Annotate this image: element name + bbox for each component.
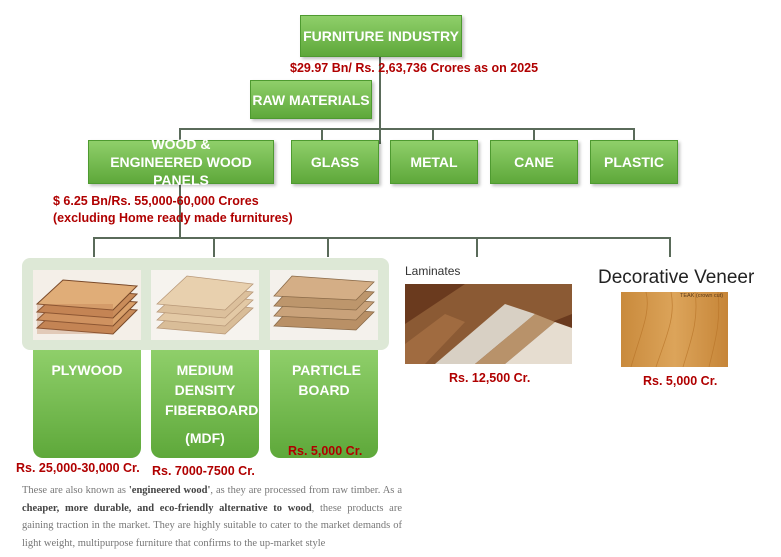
mdf-value: Rs. 7000-7500 Cr.	[152, 464, 255, 478]
connector-mdf	[213, 237, 215, 257]
veneer-title: Decorative Veneer	[598, 267, 755, 288]
category-plastic-label: PLASTIC	[604, 154, 664, 170]
particle-board-photo	[270, 270, 378, 340]
connector-plastic	[633, 128, 635, 140]
connector-plywood	[93, 237, 95, 257]
veneer-photo	[621, 292, 728, 367]
connector-glass	[321, 128, 323, 140]
connector-particle	[327, 237, 329, 257]
connector-cane	[533, 128, 535, 140]
engineered-wood-description: These are also known as 'engineered wood…	[22, 482, 402, 552]
raw-materials-label: RAW MATERIALS	[252, 91, 370, 108]
category-cane-label: CANE	[514, 154, 554, 170]
category-glass-label: GLASS	[310, 154, 360, 170]
veneer-tag: TEAK (crown cut)	[680, 293, 724, 299]
mdf-photo	[151, 270, 259, 340]
mdf-column: MEDIUM DENSITY FIBERBOARD (MDF)	[151, 350, 259, 458]
plywood-value: Rs. 25,000-30,000 Cr.	[16, 461, 140, 475]
connector-metal	[432, 128, 434, 140]
category-glass-box: GLASS	[291, 140, 379, 184]
particle-board-label: PARTICLE BOARD	[292, 362, 361, 398]
category-plastic-box: PLASTIC	[590, 140, 678, 184]
plywood-photo	[33, 270, 141, 340]
furniture-industry-box: FURNITURE INDUSTRY	[300, 15, 462, 57]
mdf-abbrev: (MDF)	[185, 430, 225, 446]
particle-board-value: Rs. 5,000 Cr.	[288, 444, 363, 458]
description-text-1: These are also known as	[22, 485, 129, 496]
category-cane-box: CANE	[490, 140, 578, 184]
connector-top	[379, 56, 381, 144]
description-text-3: , these products are gaining traction in…	[22, 502, 403, 549]
description-bold-2: cheaper, more durable, and eco-friendly …	[22, 502, 312, 514]
connector-laminates	[476, 237, 478, 257]
plywood-label: PLYWOOD	[51, 362, 123, 378]
connector-wood-down	[179, 182, 181, 238]
category-wood-box: WOOD & ENGINEERED WOOD PANELS	[88, 136, 274, 188]
laminates-photo	[405, 284, 572, 364]
connector-wood	[179, 128, 181, 140]
description-bold-1: 'engineered wood'	[128, 485, 211, 496]
category-wood-label: WOOD & ENGINEERED WOOD PANELS	[110, 136, 252, 188]
laminates-title: Laminates	[405, 264, 461, 278]
wood-value-line1: $ 6.25 Bn/Rs. 55,000-60,000 Crores	[53, 194, 259, 208]
description-text-2: , as they are processed from raw timber.…	[210, 485, 402, 496]
particle-board-column: PARTICLE BOARD	[270, 350, 378, 458]
veneer-value: Rs. 5,000 Cr.	[643, 374, 718, 388]
mdf-label: MEDIUM DENSITY FIBERBOARD	[165, 362, 259, 418]
furniture-industry-value: $29.97 Bn/ Rs. 2,63,736 Crores as on 202…	[290, 61, 539, 75]
wood-value-line2: (excluding Home ready made furnitures)	[53, 211, 293, 225]
connector-category-bus	[179, 128, 635, 130]
category-metal-label: METAL	[410, 154, 458, 170]
laminates-value: Rs. 12,500 Cr.	[449, 371, 531, 385]
category-metal-box: METAL	[390, 140, 478, 184]
furniture-industry-label: FURNITURE INDUSTRY	[303, 28, 459, 44]
connector-veneer	[669, 237, 671, 257]
plywood-column: PLYWOOD	[33, 350, 141, 458]
connector-product-bus	[93, 237, 671, 239]
raw-materials-box: RAW MATERIALS	[250, 80, 372, 119]
